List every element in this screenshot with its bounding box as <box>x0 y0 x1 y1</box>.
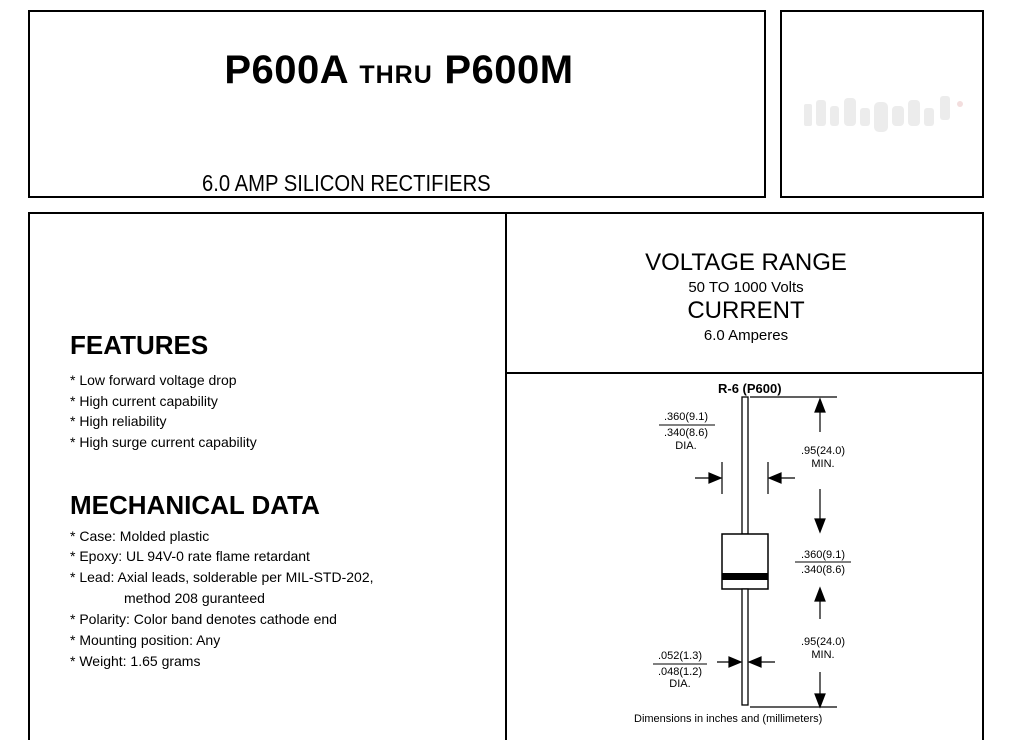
voltage-heading: VOLTAGE RANGE <box>645 249 847 276</box>
mechanical-item: method 208 guranteed <box>124 590 265 606</box>
top-lead <box>741 396 749 535</box>
mechanical-item: * Mounting position: Any <box>70 632 221 648</box>
lead-diameter-dimension <box>717 656 775 668</box>
lead-dia-suffix: DIA. <box>669 678 691 690</box>
body-len-bottom: .340(8.6) <box>800 564 846 576</box>
bottom-lead <box>741 588 749 706</box>
package-name: R-6 (P600) <box>718 381 782 396</box>
lead-dia-top: .052(1.3) <box>657 650 703 662</box>
mechanical-heading: MECHANICAL DATA <box>70 490 320 520</box>
body-diameter-dimension <box>695 462 795 494</box>
mechanical-item: * Lead: Axial leads, solderable per MIL-… <box>70 569 374 585</box>
feature-item: * Low forward voltage drop <box>70 372 237 388</box>
body-dia-suffix: DIA. <box>675 440 697 452</box>
mechanical-item: * Weight: 1.65 grams <box>70 653 201 669</box>
page-title: P600A THRU P600M <box>30 48 768 93</box>
diode-body <box>721 533 769 590</box>
dimensions-note: Dimensions in inches and (millimeters) <box>634 713 823 725</box>
title-box: P600A THRU P600M 6.0 AMP SILICON RECTIFI… <box>28 10 766 198</box>
features-heading: FEATURES <box>70 330 209 360</box>
feature-item: * High reliability <box>70 413 167 429</box>
lead-length-top-dimension <box>750 396 837 534</box>
feature-item: * High current capability <box>70 393 218 409</box>
body-length-dimension <box>814 586 826 619</box>
mechanical-item: * Case: Molded plastic <box>70 528 210 544</box>
lead-dia-bottom: .048(1.2) <box>657 666 703 678</box>
current-value: 6.0 Amperes <box>703 327 789 344</box>
package-outline-drawing <box>653 396 851 709</box>
cathode-band <box>722 573 768 580</box>
part-from: P600A <box>224 48 348 92</box>
lead-len-bottom-suffix: MIN. <box>811 649 835 661</box>
logo-box <box>780 10 984 198</box>
thru-label: THRU <box>359 61 433 89</box>
manufacturer-logo-icon <box>804 96 963 132</box>
subtitle: 6.0 AMP SILICON RECTIFIERS <box>202 170 491 196</box>
body-dia-bottom: .340(8.6) <box>663 427 709 439</box>
column-divider <box>505 212 507 740</box>
body-len-top: .360(9.1) <box>800 549 846 561</box>
lead-len-top: .95(24.0) <box>800 445 846 457</box>
feature-item: * High surge current capability <box>70 434 257 450</box>
body-dia-top: .360(9.1) <box>663 411 709 423</box>
lead-length-bottom-dimension <box>750 672 837 709</box>
current-heading: CURRENT <box>687 297 805 324</box>
ratings-divider <box>505 372 984 374</box>
mechanical-item: * Polarity: Color band denotes cathode e… <box>70 611 337 627</box>
mechanical-item: * Epoxy: UL 94V-0 rate flame retardant <box>70 548 310 564</box>
voltage-value: 50 TO 1000 Volts <box>688 279 804 296</box>
lead-len-top-suffix: MIN. <box>811 458 835 470</box>
part-to: P600M <box>444 48 574 92</box>
lead-len-bottom: .95(24.0) <box>800 636 846 648</box>
